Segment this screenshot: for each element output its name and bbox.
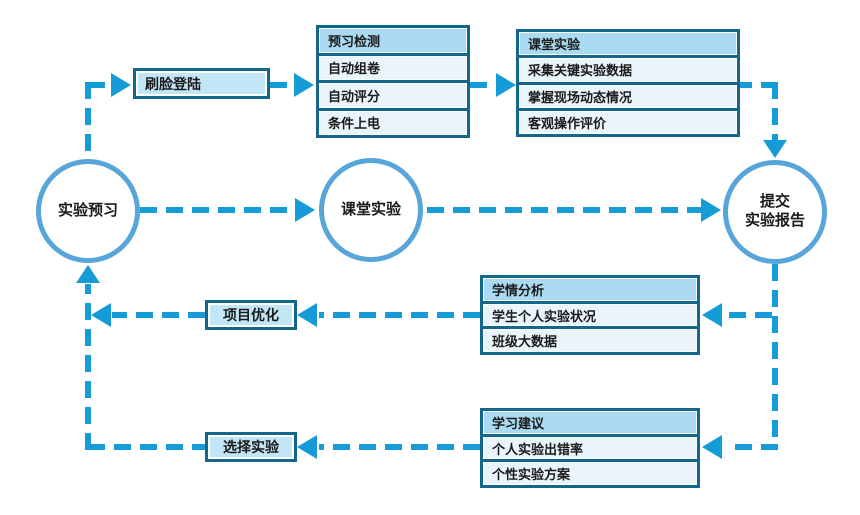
group-class-experiment: 课堂实验 采集关键实验数据 掌握现场动态情况 客观操作评价: [516, 29, 740, 137]
connector-analysis-to-optimize: [319, 312, 480, 318]
connector-select-to-corner: [88, 444, 205, 450]
box-project-optimize: 项目优化: [205, 300, 297, 330]
connector-to-face-login: [88, 82, 112, 88]
connector-report-bottom-vertical: [772, 264, 778, 450]
connector-class-group-out-right: [740, 82, 778, 88]
connector-branch-to-advice: [726, 444, 778, 450]
group-item: 客观操作评价: [519, 110, 737, 134]
group-item: 掌握现场动态情况: [519, 84, 737, 108]
arrowhead-into-analysis-icon: [702, 303, 722, 327]
node-submit-report: 提交 实验报告: [723, 160, 827, 264]
node-class-experiment: 课堂实验: [319, 158, 423, 262]
connector-face-login-to-preview-check: [270, 82, 296, 88]
group-header: 学情分析: [483, 278, 697, 301]
connector-optimize-to-loop: [112, 312, 205, 318]
group-item: 自动评分: [319, 83, 467, 108]
group-header: 课堂实验: [519, 32, 737, 56]
group-item: 个人实验出错率: [483, 436, 697, 460]
arrowhead-into-report-top-icon: [763, 140, 787, 158]
connector-advice-to-select: [319, 444, 480, 450]
group-item: 个性实验方案: [483, 462, 697, 486]
arrowhead-into-class-group-icon: [496, 73, 516, 97]
arrowhead-into-loopline-icon: [91, 303, 111, 327]
box-face-login: 刷脸登陆: [133, 68, 270, 99]
arrowhead-into-report-left-icon: [701, 198, 721, 222]
connector-preview-check-to-class-group: [470, 82, 496, 88]
connector-preview-to-classlab: [140, 207, 295, 213]
arrowhead-into-classlab-icon: [295, 198, 315, 222]
arrowhead-into-face-login-icon: [111, 73, 131, 97]
group-item: 条件上电: [319, 110, 467, 135]
node-label-line1: 提交: [759, 193, 790, 211]
node-label: 课堂实验: [340, 200, 401, 218]
node-label: 实验预习: [57, 201, 118, 219]
node-label-line2: 实验报告: [744, 212, 805, 229]
connector-down-to-report: [772, 82, 778, 140]
node-experiment-preview: 实验预习: [36, 159, 140, 263]
group-item: 自动组卷: [319, 55, 467, 80]
group-preview-check: 预习检测 自动组卷 自动评分 条件上电: [316, 25, 470, 138]
arrowhead-into-select-icon: [297, 435, 317, 459]
box-label: 项目优化: [223, 307, 279, 323]
arrowhead-into-preview-bottom-icon: [76, 265, 100, 283]
box-label: 选择实验: [223, 439, 279, 455]
box-select-experiment: 选择实验: [205, 432, 297, 462]
group-item: 学生个人实验状况: [483, 303, 697, 327]
connector-classlab-to-report: [427, 207, 703, 213]
group-header: 预习检测: [319, 28, 467, 53]
arrowhead-into-preview-check-icon: [294, 73, 314, 97]
arrowhead-into-optimize-icon: [297, 303, 317, 327]
box-label: 刷脸登陆: [145, 75, 201, 92]
connector-branch-to-analysis: [726, 312, 772, 318]
group-learning-analysis: 学情分析 学生个人实验状况 班级大数据: [480, 275, 700, 355]
connector-loop-up-vertical: [85, 284, 91, 450]
group-item: 班级大数据: [483, 329, 697, 353]
group-header: 学习建议: [483, 411, 697, 434]
arrowhead-into-advice-icon: [702, 435, 722, 459]
connector-preview-top-vertical: [85, 82, 91, 160]
group-item: 采集关键实验数据: [519, 58, 737, 82]
group-learning-advice: 学习建议 个人实验出错率 个性实验方案: [480, 408, 700, 488]
